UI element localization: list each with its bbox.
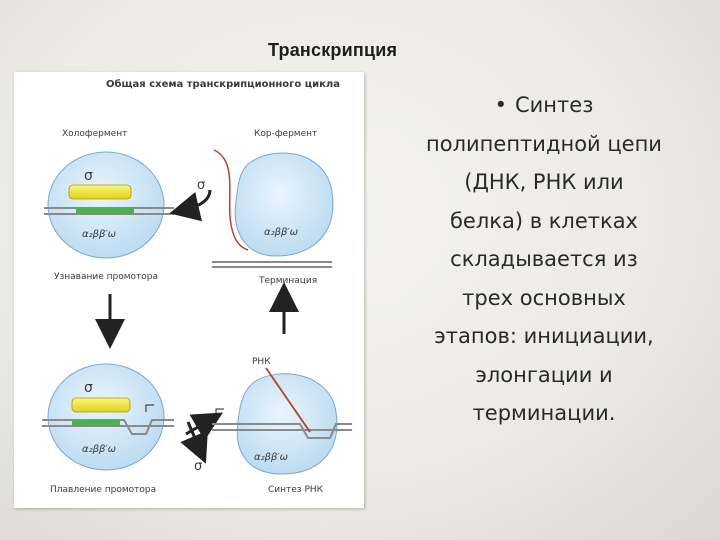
promoter-region — [76, 208, 134, 214]
transcription-cycle-figure: Общая схема транскрипционного цикла Холо… — [14, 72, 364, 508]
bullet-line-7: этапов: инициации, — [434, 324, 654, 348]
sigma-factor — [68, 184, 132, 200]
bullet-line-1-text: Синтез — [515, 93, 594, 117]
label-holoenzyme: Холофермент — [62, 129, 127, 139]
start-site-marker — [145, 404, 154, 412]
transcription-cycle-diagram: Общая схема транскрипционного цикла Холо… — [42, 78, 352, 495]
bullet-line-4: белка) в клетках — [449, 208, 638, 233]
open-complex-body — [47, 363, 165, 471]
nascent-rna — [265, 367, 311, 433]
bullet-line-5: складывается из — [450, 247, 638, 271]
bullet-line-1: • Синтез — [378, 86, 710, 125]
free-sigma-label: σ — [197, 178, 205, 193]
bullet-line-9: терминации. — [472, 401, 616, 425]
sigma-binding-arrow — [169, 189, 212, 222]
core-enzyme-body — [234, 152, 334, 257]
bullet-line-3: (ДНК, РНК или — [464, 170, 624, 194]
elongation-dna-top — [212, 423, 352, 439]
released-sigma-label: σ — [194, 459, 202, 474]
caption-recognition: Узнавание промотора — [54, 272, 158, 282]
caption-termination: Терминация — [258, 276, 317, 286]
label-rna: РНК — [252, 357, 271, 367]
caption-synthesis: Синтез РНК — [268, 485, 324, 495]
sigma-label: σ — [84, 168, 93, 184]
figure-heading: Общая схема транскрипционного цикла — [106, 78, 340, 90]
bullet-line-6: трех основных — [462, 285, 626, 310]
promoter-region-open — [72, 420, 120, 426]
sigma-label-open: σ — [84, 380, 93, 396]
open-subunits-label: α₂ββ′ω — [82, 444, 116, 455]
open-complex: σ α₂ββ′ω — [42, 363, 174, 471]
core-enzyme: α₂ββ′ω — [234, 152, 334, 257]
elongation-subunits-label: α₂ββ′ω — [254, 452, 288, 463]
caption-melting: Плавление промотора — [50, 485, 156, 495]
slide-title: Транскрипция — [268, 40, 398, 60]
bullet-line-2: полипептидной цепи — [426, 131, 662, 156]
sigma-release-arrow-down — [180, 421, 208, 464]
subunits-label: α₂ββ′ω — [82, 229, 116, 240]
bullet-marker: • — [494, 93, 507, 117]
holoenzyme-body — [47, 151, 165, 259]
sigma-factor-open — [71, 397, 131, 413]
elongation-start-marker — [215, 408, 224, 416]
holoenzyme-complex: σ α₂ββ′ω — [44, 151, 174, 259]
label-core-enzyme: Кор-фермент — [254, 129, 317, 139]
elongation-complex: α₂ββ′ω — [212, 367, 352, 475]
bullet-line-8: элонгации и — [475, 362, 613, 387]
bullet-text-block: • Синтез полипептидной цепи (ДНК, РНК или… — [378, 86, 710, 433]
released-rna — [213, 149, 249, 251]
core-subunits-label: α₂ββ′ω — [264, 227, 298, 238]
